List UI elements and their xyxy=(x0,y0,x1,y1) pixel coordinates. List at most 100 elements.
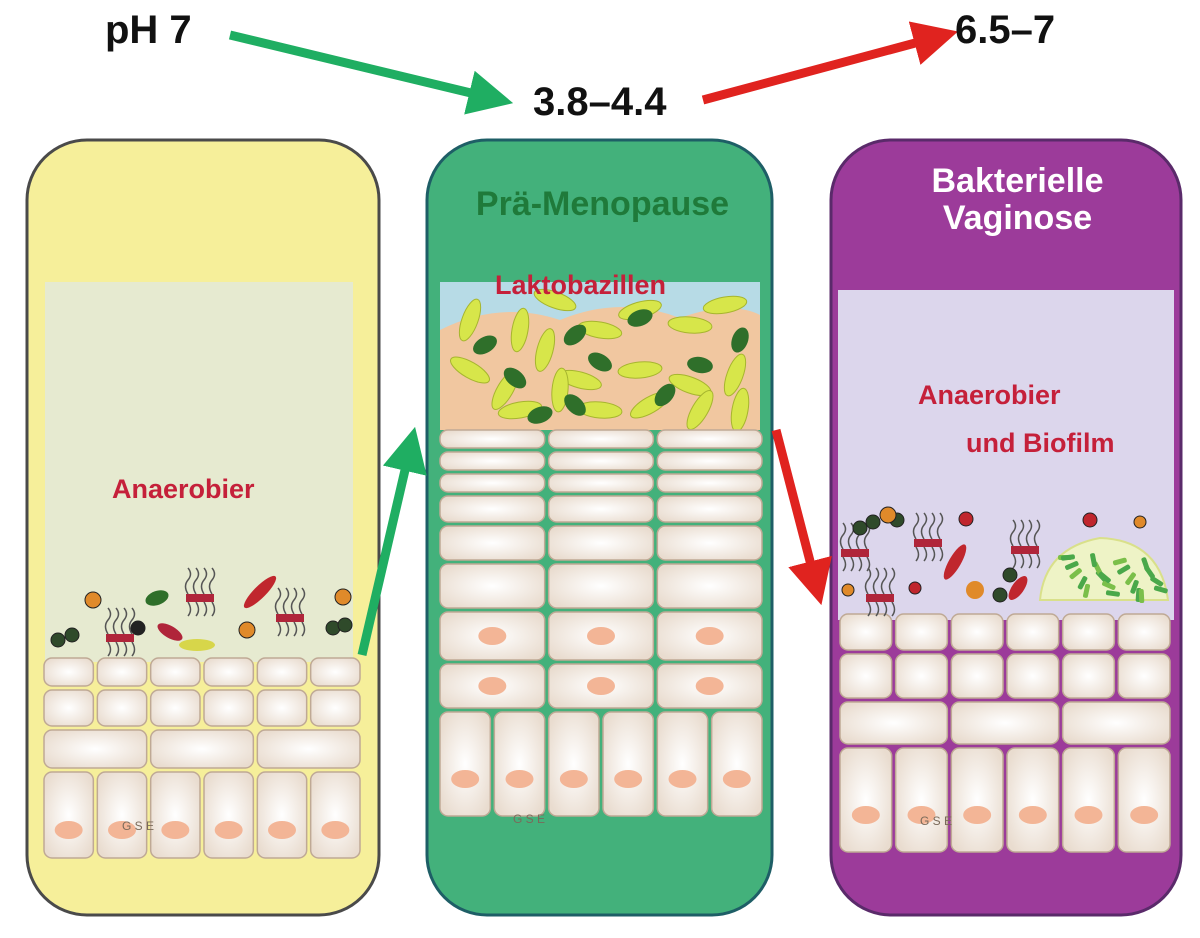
epithelial-cell xyxy=(439,563,546,609)
flagellum xyxy=(120,607,128,635)
anaerobe-coccus xyxy=(64,627,80,643)
epithelial-cell xyxy=(839,613,893,651)
gse-marker: G S E xyxy=(122,819,154,833)
flagellum xyxy=(931,546,936,562)
epithelial-cell xyxy=(950,701,1060,745)
epithelial-cell xyxy=(894,747,949,853)
flagellum xyxy=(131,641,136,657)
middle-panel-title: Prä-Menopause xyxy=(475,185,730,223)
flagellum xyxy=(939,546,944,562)
epithelial-cell xyxy=(839,701,949,745)
epithelial-cell xyxy=(1006,653,1060,699)
bacterium-dark xyxy=(654,383,676,407)
lactobacillus-rod xyxy=(450,356,490,384)
flagellum xyxy=(872,567,880,595)
flagellated-bacterium xyxy=(106,634,134,642)
epithelial-cell xyxy=(96,657,148,687)
flagellated-bacterium xyxy=(186,594,214,602)
epithelial-cell xyxy=(493,711,546,817)
cell-nucleus xyxy=(1074,806,1103,824)
left-panel xyxy=(25,138,381,917)
ph-value-left: pH 7 xyxy=(105,8,192,52)
epithelial-cell xyxy=(256,771,308,859)
epithelial-cell xyxy=(950,653,1004,699)
flagellum xyxy=(864,567,872,595)
anaerobe-coccus xyxy=(337,617,353,633)
anaerobe-coccus xyxy=(1082,512,1098,528)
cell-nucleus xyxy=(907,806,936,824)
lactobacillus-rod xyxy=(723,353,747,397)
biofilm-bacterium xyxy=(1112,557,1127,566)
epithelial-cell xyxy=(1006,613,1060,651)
biofilm-bacterium xyxy=(1077,576,1088,590)
cell-nucleus xyxy=(505,770,534,788)
epithelial-cell xyxy=(1006,747,1060,853)
cell-nucleus xyxy=(851,806,880,824)
anaerobe-coccus xyxy=(852,520,868,536)
flagellum xyxy=(1036,553,1041,569)
epithelial-cell xyxy=(656,495,763,523)
anaerobe-rod xyxy=(179,639,215,651)
epithelial-cell xyxy=(96,689,148,727)
epithelial-cell xyxy=(149,771,201,859)
flagellum xyxy=(912,512,920,540)
cell-nucleus xyxy=(695,677,724,695)
biofilm-bacterium xyxy=(1117,564,1131,575)
cell-nucleus xyxy=(695,627,724,645)
flagellum xyxy=(1028,553,1033,569)
anaerobe-coccus xyxy=(238,621,256,639)
biofilm-bacterium xyxy=(1150,576,1164,587)
epithelial-cell xyxy=(656,525,763,561)
arrow-red-top xyxy=(701,21,959,105)
gse-marker: G S E xyxy=(920,814,952,828)
flagellum xyxy=(282,587,290,615)
gse-marker: G S E xyxy=(513,812,545,826)
biofilm-bacterium xyxy=(1138,589,1145,604)
flagellum xyxy=(875,601,880,617)
epithelial-cell xyxy=(43,771,95,859)
bacterium-dark xyxy=(627,309,653,327)
flagellum xyxy=(915,546,920,562)
flagellum xyxy=(923,546,928,562)
epithelial-cell xyxy=(256,689,308,727)
epithelial-cell xyxy=(1061,747,1116,853)
anaerobe-rod xyxy=(966,581,984,599)
arrow-green-top xyxy=(228,30,514,115)
epithelial-cell xyxy=(1061,701,1171,745)
left-bacteria xyxy=(50,567,353,657)
biofilm-bacterium xyxy=(1105,590,1120,597)
flagellum xyxy=(936,512,944,540)
biofilm-bacterium xyxy=(1130,579,1139,594)
epithelial-cell xyxy=(439,525,546,561)
epithelial-cell xyxy=(894,653,949,699)
left-tissue xyxy=(43,657,361,859)
ph-value-right: 6.5–7 xyxy=(955,8,1056,52)
anaerobe-coccus xyxy=(130,620,146,636)
lactobacillus-rod xyxy=(686,390,714,430)
epithelial-cell xyxy=(96,771,148,859)
flagellum xyxy=(928,512,936,540)
biofilm-bacterium xyxy=(1102,580,1116,590)
anaerobe-rod xyxy=(145,590,169,606)
epithelial-cell xyxy=(149,657,201,687)
epithelial-cell xyxy=(149,729,255,769)
anaerobe-coccus xyxy=(1002,567,1018,583)
anaerobe-coccus xyxy=(992,587,1008,603)
biofilm xyxy=(1038,536,1170,604)
biofilm-bacterium xyxy=(1141,557,1150,572)
right-panel-label-line2: und Biofilm xyxy=(966,428,1115,458)
flagellum xyxy=(842,556,847,572)
cell-nucleus xyxy=(587,677,615,695)
epithelial-cell xyxy=(656,473,763,493)
epithelial-cell xyxy=(1061,613,1116,651)
flagellum xyxy=(128,607,136,635)
epithelial-cell xyxy=(894,613,949,651)
flagellum xyxy=(115,641,120,657)
flagellated-bacterium xyxy=(1011,546,1039,554)
biofilm-bacterium xyxy=(1125,572,1136,586)
flagellum xyxy=(123,641,128,657)
flagellum xyxy=(298,587,306,615)
flagellum xyxy=(1017,519,1025,547)
left-panel-label: Anaerobier xyxy=(112,474,255,504)
epithelial-cell xyxy=(950,747,1004,853)
